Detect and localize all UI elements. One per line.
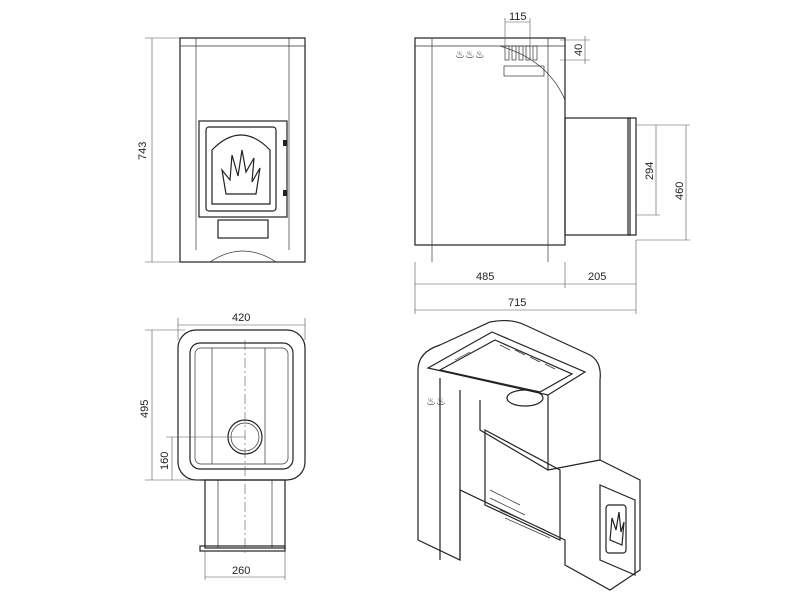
dim-115: 115 [509,11,527,23]
flame-icon [221,149,261,195]
vent-slots [503,45,545,77]
front-door [205,126,277,212]
iso-flame-icons: ♨♨ [426,396,446,408]
dim-205: 205 [588,271,606,283]
dim-160: 160 [159,452,171,470]
dim-495: 495 [139,400,151,418]
isometric-view: ♨♨ [417,319,641,591]
flame-icons: ♨♨♨ [455,49,485,61]
dim-743: 743 [137,142,149,160]
iso-chimney [506,389,544,407]
dim-485: 485 [476,271,494,283]
front-view: 743 [137,37,306,263]
dim-420: 420 [232,312,250,324]
dim-40: 40 [573,44,585,56]
side-view: ♨♨♨ 115 40 294 460 485 205 715 [414,11,690,314]
top-view: 420 495 160 260 [139,312,306,580]
iso-flame-icon [609,511,625,546]
dim-260: 260 [232,565,250,577]
dim-715: 715 [508,297,526,309]
dim-460: 460 [674,182,686,200]
dim-294: 294 [644,162,656,180]
